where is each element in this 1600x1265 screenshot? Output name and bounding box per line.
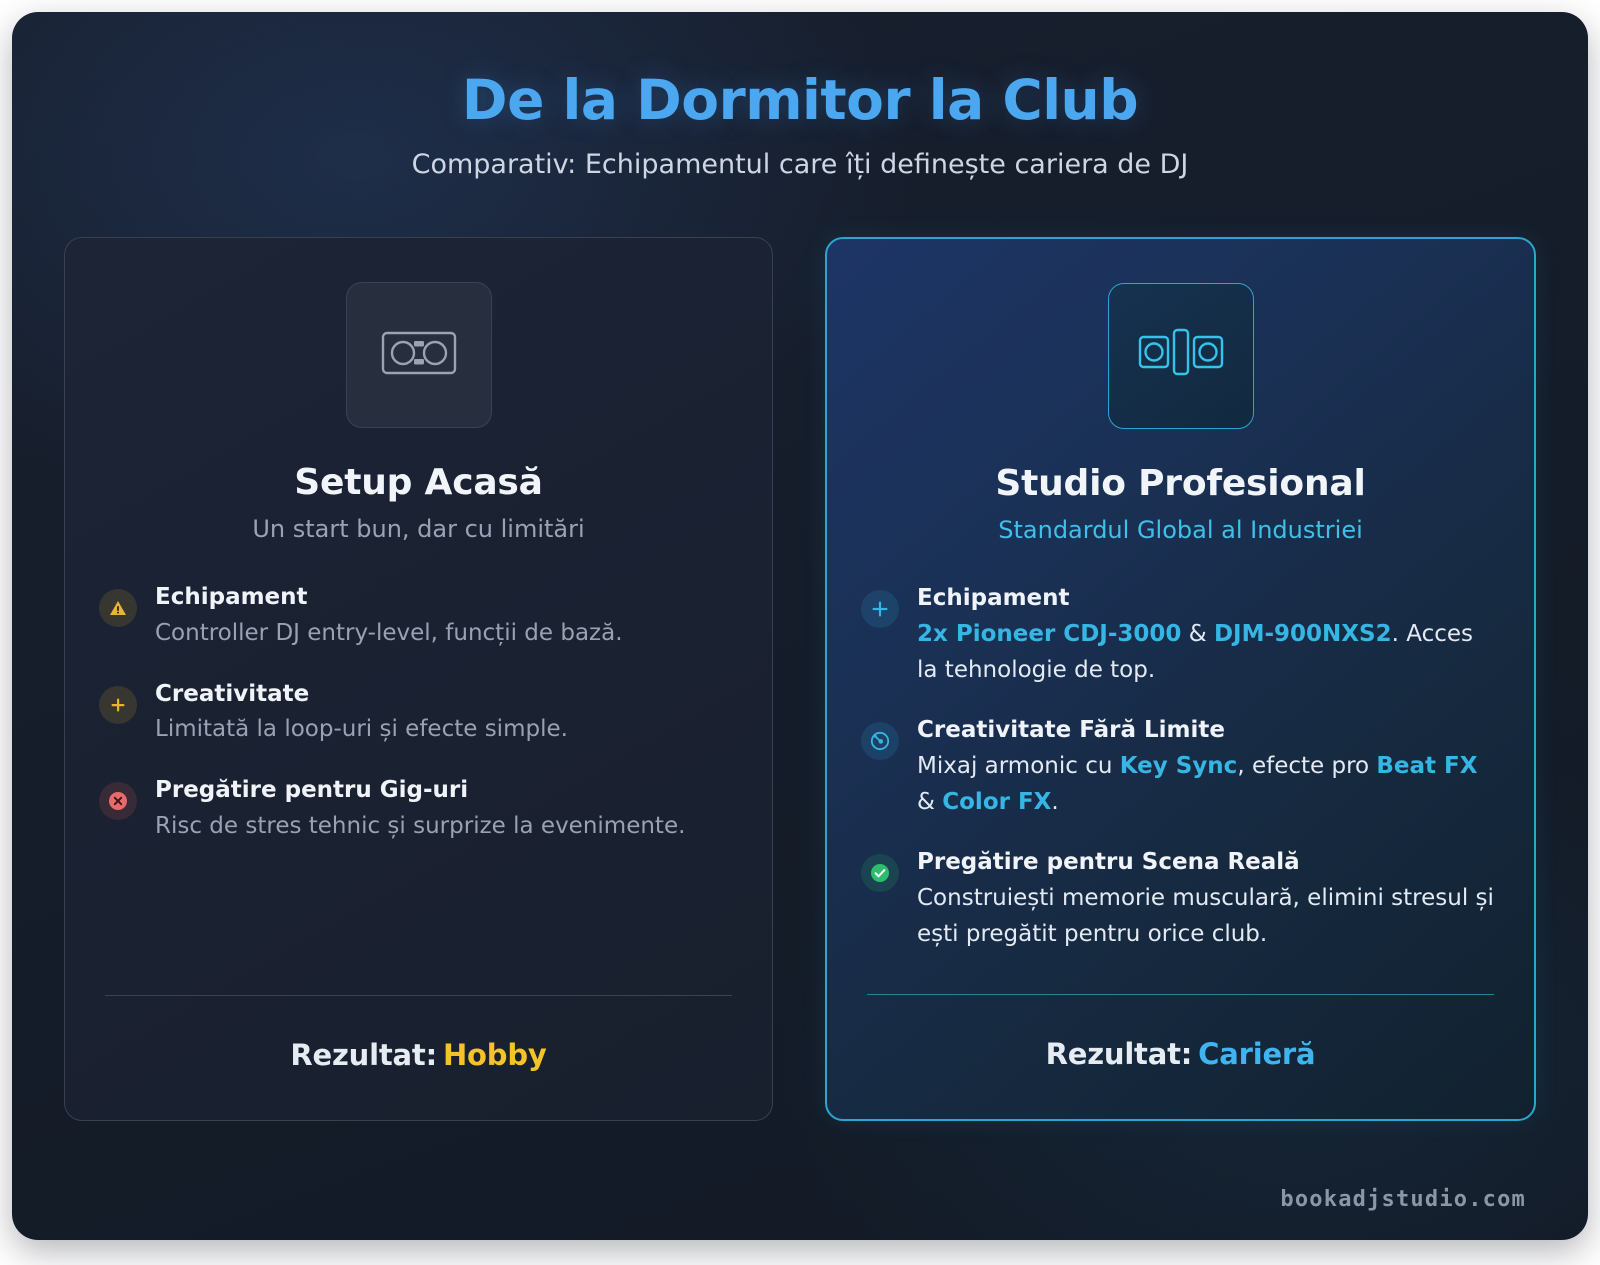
dj-controller-icon bbox=[381, 326, 457, 384]
feature-item: Pregătire pentru Gig-uri Risc de stres t… bbox=[99, 776, 738, 844]
card-subtitle: Un start bun, dar cu limitări bbox=[252, 515, 585, 544]
text-run: & bbox=[1181, 621, 1214, 648]
feature-title: Creativitate Fără Limite bbox=[917, 717, 1225, 744]
result-value: Hobby bbox=[442, 1038, 547, 1073]
feature-description: Construiești memorie musculară, elimini … bbox=[917, 881, 1500, 952]
plus-icon bbox=[861, 590, 899, 629]
result-value: Carieră bbox=[1198, 1037, 1316, 1072]
text-run: , efecte pro bbox=[1237, 753, 1377, 780]
card-subtitle: Standardul Global al Industriei bbox=[998, 516, 1363, 545]
text-run: . bbox=[1051, 788, 1059, 815]
divider bbox=[105, 995, 732, 997]
feature-title: Echipament bbox=[155, 584, 308, 611]
card-studio-profesional[interactable]: Studio Profesional Standardul Global al … bbox=[825, 237, 1536, 1122]
text-run: & bbox=[917, 788, 943, 815]
highlighted-term: Beat FX bbox=[1376, 753, 1478, 780]
comparison-cards: Setup Acasă Un start bun, dar cu limităr… bbox=[12, 181, 1588, 1122]
warning-triangle-icon bbox=[99, 589, 137, 628]
card-setup-acasa[interactable]: Setup Acasă Un start bun, dar cu limităr… bbox=[64, 237, 773, 1122]
page-title: De la Dormitor la Club bbox=[461, 68, 1139, 132]
turntable-disc-icon bbox=[861, 722, 899, 761]
feature-list: Echipament Controller DJ entry-level, fu… bbox=[99, 583, 738, 844]
text-run: . Acces la tehnologie de top. bbox=[917, 621, 1474, 683]
feature-item: Echipament 2x Pioneer CDJ-3000 & DJM-900… bbox=[861, 584, 1500, 688]
watermark: bookadjstudio.com bbox=[1280, 1187, 1526, 1212]
feature-title: Echipament bbox=[917, 585, 1070, 612]
card-footer: Rezultat:Carieră bbox=[861, 994, 1500, 1119]
result-row: Rezultat:Hobby bbox=[99, 996, 738, 1120]
dj-controller-icon-tile bbox=[345, 282, 492, 429]
feature-description: Risc de stres tehnic și surprize la even… bbox=[155, 812, 686, 839]
card-title: Setup Acasă bbox=[294, 462, 543, 504]
highlighted-term: Color FX bbox=[942, 788, 1052, 815]
feature-item: Creativitate Limitată la loop-uri și efe… bbox=[99, 680, 738, 748]
feature-title: Pregătire pentru Gig-uri bbox=[155, 777, 469, 804]
text-run: Construiești memorie musculară, elimini … bbox=[917, 885, 1494, 947]
feature-description: Controller DJ entry-level, funcții de ba… bbox=[155, 620, 623, 647]
feature-description: Limitată la loop-uri și efecte simple. bbox=[155, 716, 568, 743]
main-panel: De la Dormitor la Club Comparativ: Echip… bbox=[12, 12, 1588, 1240]
feature-description: Mixaj armonic cu Key Sync, efecte pro Be… bbox=[917, 749, 1500, 820]
feature-description: 2x Pioneer CDJ-3000 & DJM-900NXS2. Acces… bbox=[917, 617, 1500, 688]
page-subtitle: Comparativ: Echipamentul care îți define… bbox=[411, 148, 1189, 180]
divider bbox=[867, 994, 1494, 996]
check-circle-icon bbox=[861, 854, 899, 893]
highlighted-term: 2x Pioneer CDJ-3000 bbox=[917, 621, 1182, 648]
text-run: Mixaj armonic cu bbox=[917, 753, 1120, 780]
header: De la Dormitor la Club Comparativ: Echip… bbox=[12, 12, 1588, 181]
cdj-mixer-icon bbox=[1138, 325, 1224, 387]
feature-title: Creativitate bbox=[155, 680, 310, 707]
feature-list: Echipament 2x Pioneer CDJ-3000 & DJM-900… bbox=[861, 584, 1500, 952]
highlighted-term: Key Sync bbox=[1119, 753, 1238, 780]
feature-title: Pregătire pentru Scena Reală bbox=[917, 849, 1300, 876]
result-row: Rezultat:Carieră bbox=[861, 995, 1500, 1119]
feature-item: Pregătire pentru Scena Reală Construieșt… bbox=[861, 848, 1500, 952]
result-label: Rezultat: bbox=[1045, 1037, 1193, 1072]
highlighted-term: DJM-900NXS2 bbox=[1213, 621, 1392, 648]
x-circle-icon bbox=[99, 782, 137, 821]
feature-item: Echipament Controller DJ entry-level, fu… bbox=[99, 583, 738, 651]
card-title: Studio Profesional bbox=[995, 463, 1366, 505]
cdj-mixer-icon-tile bbox=[1107, 283, 1254, 430]
feature-item: Creativitate Fără Limite Mixaj armonic c… bbox=[861, 716, 1500, 820]
card-footer: Rezultat:Hobby bbox=[99, 995, 738, 1120]
result-label: Rezultat: bbox=[290, 1038, 437, 1073]
plus-icon bbox=[99, 685, 137, 724]
